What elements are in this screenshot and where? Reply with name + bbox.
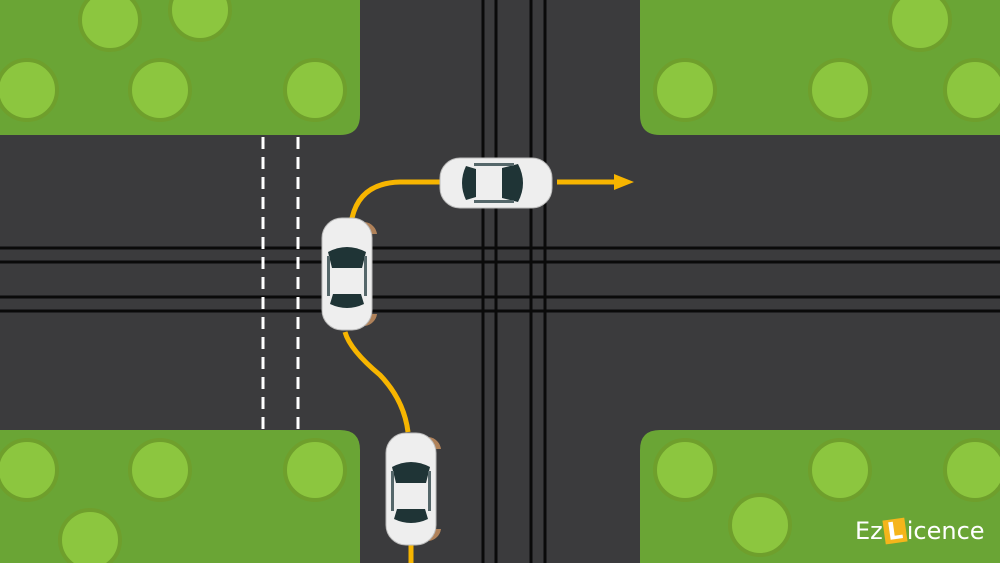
- tree-icon: [943, 58, 1000, 122]
- logo-badge: L: [882, 516, 908, 546]
- car-icon: [439, 157, 553, 209]
- tree-icon: [653, 438, 717, 502]
- car-icon: [385, 432, 441, 546]
- logo-suffix: icence: [906, 517, 985, 545]
- tree-icon: [808, 438, 872, 502]
- tree-icon: [58, 508, 122, 563]
- logo-prefix: Ez: [855, 517, 883, 545]
- dashed-lines: [261, 137, 300, 430]
- path-line: [342, 179, 618, 563]
- tree-icon: [78, 0, 142, 52]
- tree-icon: [728, 493, 792, 557]
- tree-icon: [653, 58, 717, 122]
- arrow-head-icon: [614, 174, 634, 190]
- tree-icon: [0, 58, 59, 122]
- tree-icon: [0, 438, 59, 502]
- car-icon: [321, 217, 377, 331]
- tree-icon: [888, 0, 952, 52]
- tree-icon: [128, 438, 192, 502]
- tree-icon: [943, 438, 1000, 502]
- tree-icon: [808, 58, 872, 122]
- tree-icon: [283, 438, 347, 502]
- tree-icon: [283, 58, 347, 122]
- tree-icon: [128, 58, 192, 122]
- tree-icon: [168, 0, 232, 42]
